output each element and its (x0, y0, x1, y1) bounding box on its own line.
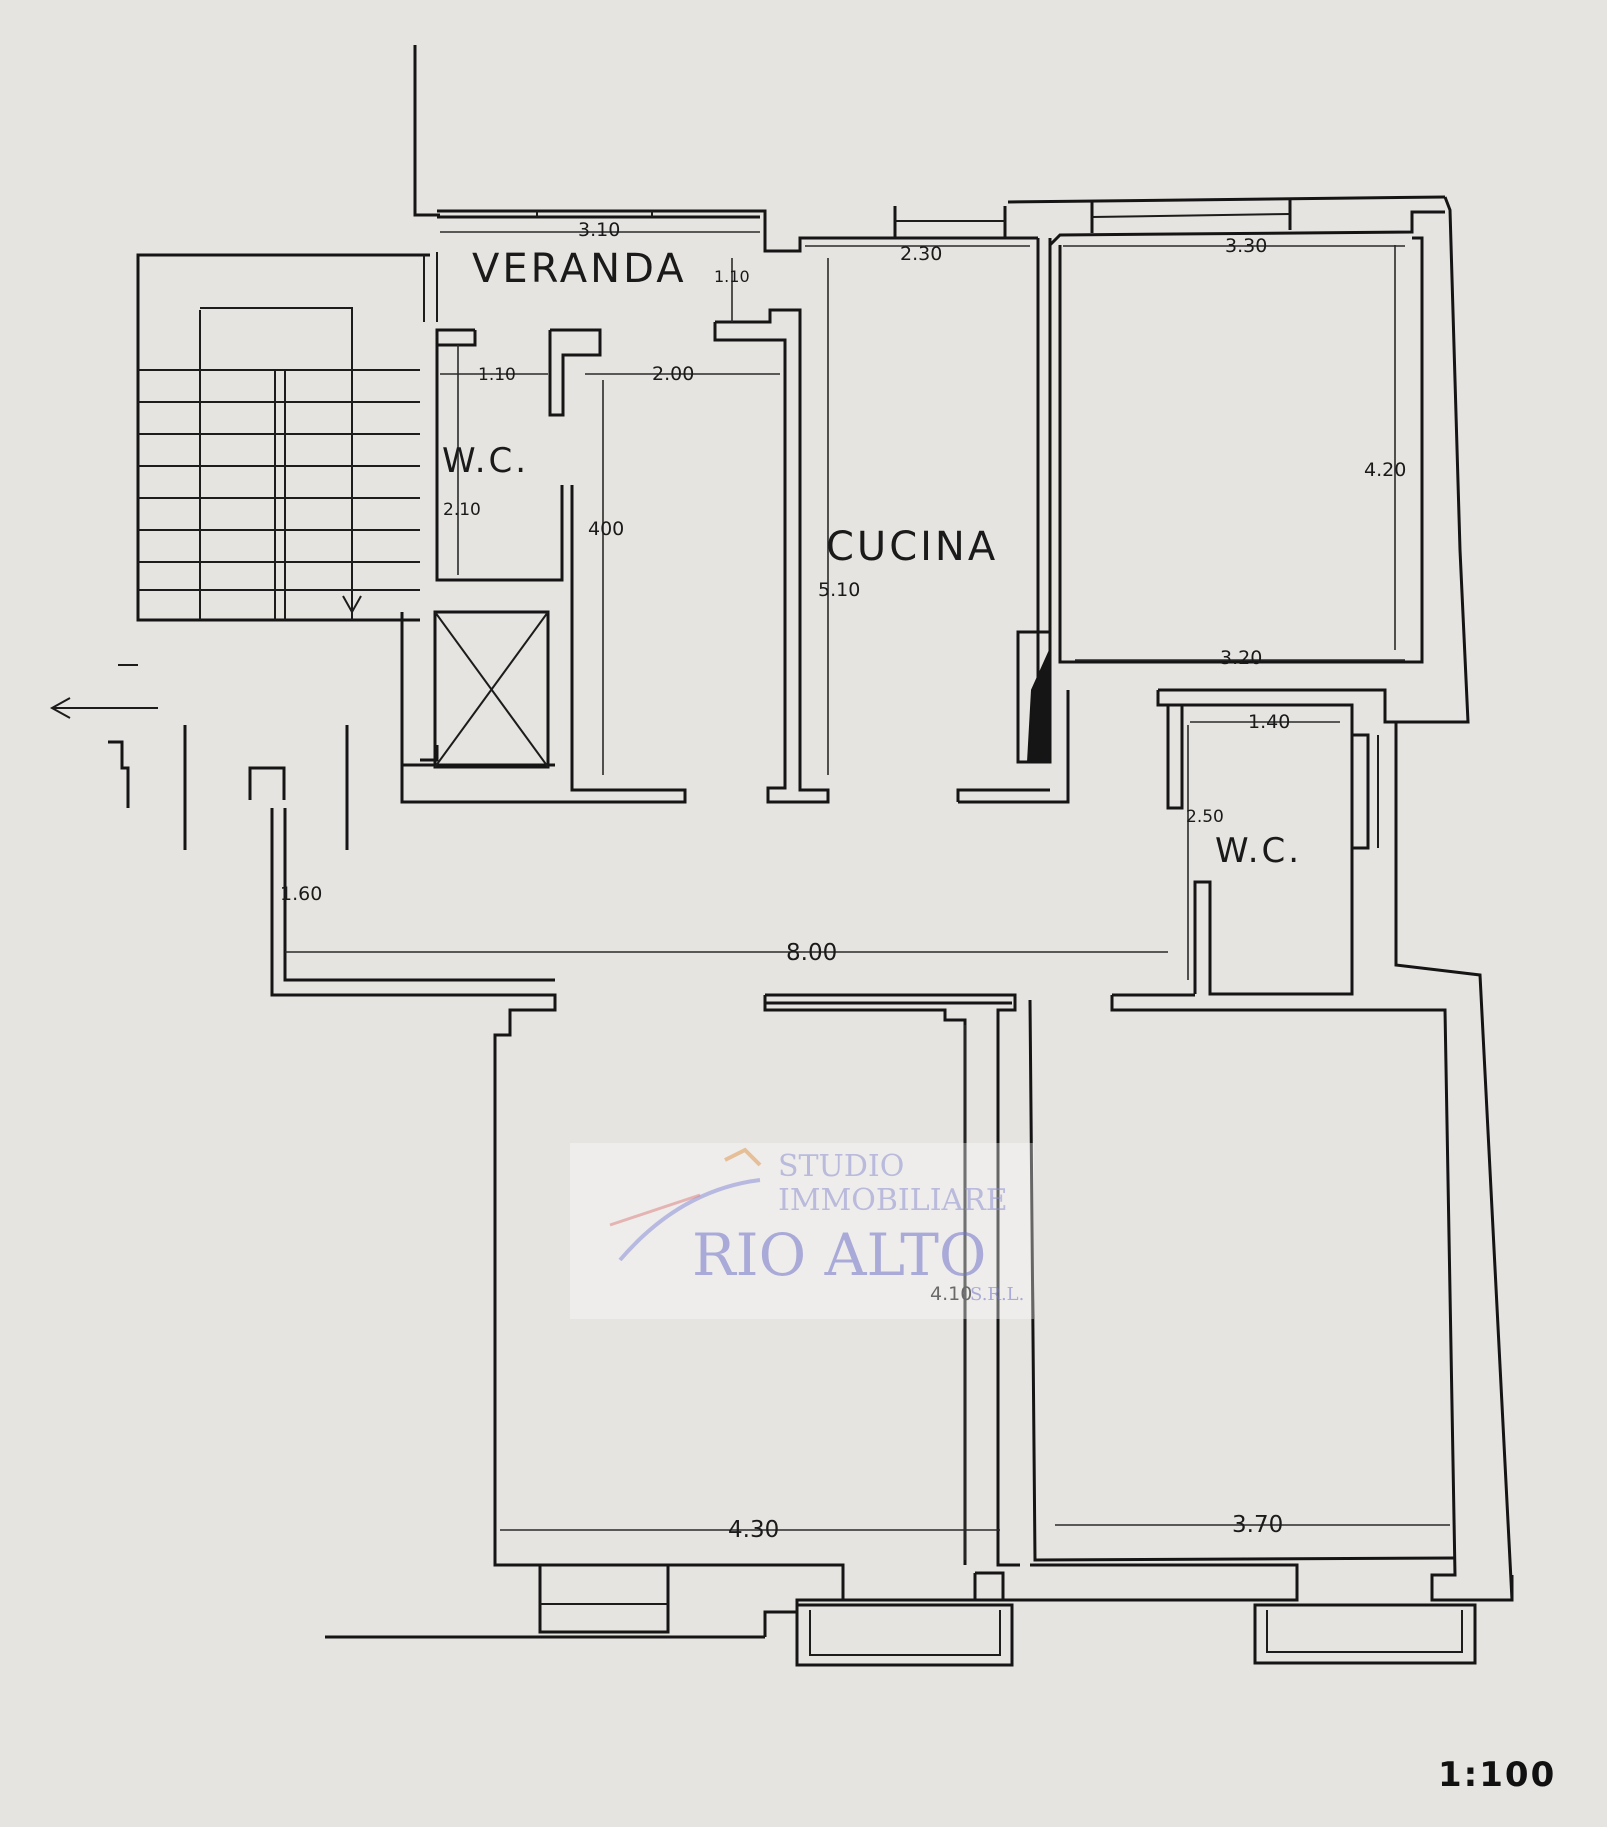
dim-room-top-right-height: 4.20 (1364, 459, 1406, 481)
dim-corridor-length: 400 (588, 518, 624, 540)
kitchen-walls (956, 238, 1070, 804)
dim-entry-width: 1.60 (280, 883, 322, 905)
dim-wc-depth: 2.10 (443, 500, 481, 520)
dim-room-bottom-left-width: 4.30 (728, 1517, 779, 1543)
scale-label: 1:100 (1438, 1755, 1556, 1795)
entry-walls (108, 725, 349, 850)
lift-shaft (400, 485, 687, 804)
room-label-cucina: CUCINA (826, 524, 998, 570)
dimension-lines (285, 231, 1450, 1560)
dim-kitchen-length: 5.10 (818, 579, 860, 601)
dim-room-bottom-right-width: 3.70 (1232, 1512, 1283, 1538)
down-arrow-icon (342, 560, 362, 615)
dimension-labels: 3.10 1.10 2.30 3.30 1.10 2.00 2.10 400 5… (280, 219, 1406, 1543)
dim-veranda-depth: 1.10 (714, 267, 750, 286)
corridor-walls (713, 308, 830, 804)
exit-arrow-icon (49, 697, 158, 719)
veranda-facade (423, 195, 1446, 322)
dim-room-top-right-width: 3.30 (1225, 235, 1267, 257)
room-label-wc-top: W.C. (442, 441, 529, 481)
dim-veranda-width: 3.10 (578, 219, 620, 241)
room-label-wc-right: W.C. (1215, 831, 1302, 871)
dim-corridor-width: 2.00 (652, 363, 694, 385)
dim-wc2-width: 1.40 (1248, 711, 1290, 733)
balcony-right (1253, 1603, 1477, 1665)
staircase (118, 45, 440, 666)
stair-steps (138, 369, 420, 591)
dim-kitchen-width: 2.30 (900, 243, 942, 265)
chimney-flue (1026, 649, 1051, 763)
bottom-facade (325, 1565, 1477, 1667)
dim-hall-length: 8.00 (786, 940, 837, 966)
wc-top-walls (435, 328, 602, 582)
room-label-veranda: VERANDA (472, 246, 687, 292)
watermark-line4: S.R.L. (970, 1284, 1024, 1305)
dim-wc2-depth: 2.50 (1186, 807, 1224, 827)
watermark-line3: RIO ALTO (692, 1221, 986, 1289)
watermark-logo: STUDIO IMMOBILIARE RIO ALTO S.R.L. (570, 1143, 1034, 1319)
dim-wc-width: 1.10 (478, 365, 516, 385)
wc-right-walls (1158, 703, 1514, 1601)
dim-room-top-right-bottom: 3.20 (1220, 647, 1262, 669)
balcony-left (795, 1603, 1014, 1667)
room-top-right-walls (1048, 196, 1470, 724)
watermark-line1: STUDIO (778, 1149, 904, 1184)
room-labels: VERANDA W.C. CUCINA W.C. (442, 246, 1302, 871)
dim-room-bottom-left-height: 4.10 (930, 1283, 972, 1305)
watermark-line2: IMMOBILIARE (778, 1183, 1008, 1218)
